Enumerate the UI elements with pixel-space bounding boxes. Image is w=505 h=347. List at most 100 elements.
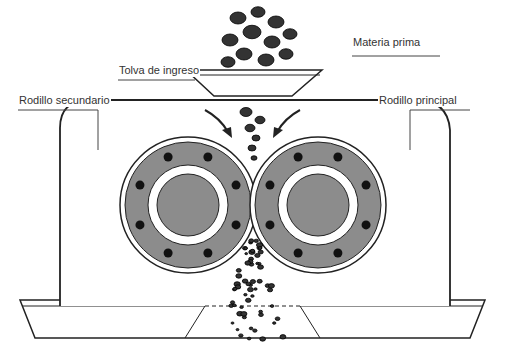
bolt-hole <box>203 152 212 161</box>
discharge-gap <box>205 305 300 307</box>
rock <box>244 247 247 250</box>
bolt-hole <box>232 181 241 190</box>
rock <box>251 7 265 18</box>
rock <box>255 116 265 124</box>
rock <box>230 12 246 24</box>
rock <box>245 124 255 132</box>
rock <box>268 284 274 288</box>
rock <box>250 280 255 284</box>
bolt-hole <box>164 152 173 161</box>
feed-hopper <box>186 70 322 96</box>
crusher-housing <box>60 100 450 306</box>
leader-line <box>18 110 98 150</box>
part-label: Rodillo secundario <box>18 94 111 107</box>
rock <box>245 261 251 265</box>
bolt-hole <box>232 220 241 229</box>
bolt-hole <box>164 249 173 258</box>
rock <box>270 305 274 308</box>
rock <box>267 288 272 292</box>
roller-body <box>125 142 251 268</box>
rock <box>245 298 251 302</box>
rock <box>236 274 242 278</box>
roller-body <box>255 142 381 268</box>
leader-line <box>352 56 440 57</box>
hopper-rim <box>188 75 320 76</box>
bolt-hole <box>265 220 274 229</box>
rock <box>240 306 243 309</box>
bolt-hole <box>333 152 342 161</box>
rock <box>273 322 276 324</box>
roller-ring <box>278 165 358 245</box>
rock <box>221 57 235 68</box>
rock <box>243 25 261 39</box>
rock <box>222 34 238 46</box>
bolt-hole <box>294 249 303 258</box>
part-label: Materia prima <box>352 36 421 49</box>
rock <box>258 54 274 66</box>
rock <box>258 265 264 269</box>
rock <box>249 327 253 330</box>
rock <box>250 249 254 252</box>
bolt-hole <box>135 181 144 190</box>
rock <box>280 335 286 339</box>
rock <box>251 295 254 298</box>
rock <box>230 301 234 304</box>
rock <box>260 337 266 341</box>
rock <box>249 250 255 255</box>
bolt-hole <box>294 152 303 161</box>
chute-left <box>185 306 205 338</box>
rock <box>233 287 237 290</box>
rock <box>231 322 234 324</box>
rock <box>240 108 252 117</box>
chute-right <box>300 306 320 338</box>
bolt-hole <box>203 249 212 258</box>
rock <box>268 16 284 28</box>
roller-hub <box>287 174 349 236</box>
rock <box>243 246 248 250</box>
bolt-hole <box>265 181 274 190</box>
rock <box>241 312 247 317</box>
rock <box>249 239 254 243</box>
roller <box>120 137 256 273</box>
rock <box>248 287 254 291</box>
rock <box>246 282 251 286</box>
rock <box>254 239 258 242</box>
rock <box>247 337 251 340</box>
leader-line <box>410 110 470 150</box>
discharge-opening <box>205 306 300 307</box>
rock <box>236 329 239 331</box>
arrow-head <box>222 127 232 138</box>
roller-hub <box>157 174 219 236</box>
rock <box>239 334 243 337</box>
flow-arrow <box>205 110 228 132</box>
rock <box>232 288 236 291</box>
roller <box>250 137 386 273</box>
rock <box>279 49 293 60</box>
rock <box>259 310 263 313</box>
rock <box>244 293 247 296</box>
bolt-hole <box>362 181 371 190</box>
rock <box>253 329 257 332</box>
rock <box>248 145 256 151</box>
rock <box>252 135 260 141</box>
arrow-head <box>273 127 283 138</box>
rock <box>264 36 280 48</box>
leader-line <box>118 80 195 81</box>
rock <box>283 29 297 40</box>
rock <box>251 156 257 161</box>
rock <box>258 250 263 254</box>
roller-rim <box>250 137 386 273</box>
rock <box>254 288 257 290</box>
rock <box>236 269 241 273</box>
part-label: Tolva de ingreso <box>118 64 200 77</box>
part-label: Rodillo principal <box>378 94 458 107</box>
rock <box>245 253 248 255</box>
bolt-hole <box>333 249 342 258</box>
flow-arrow <box>277 110 300 132</box>
bolt-hole <box>362 220 371 229</box>
roller-rim <box>120 137 256 273</box>
rock <box>258 247 262 250</box>
rock <box>236 48 252 60</box>
rock <box>257 279 262 283</box>
